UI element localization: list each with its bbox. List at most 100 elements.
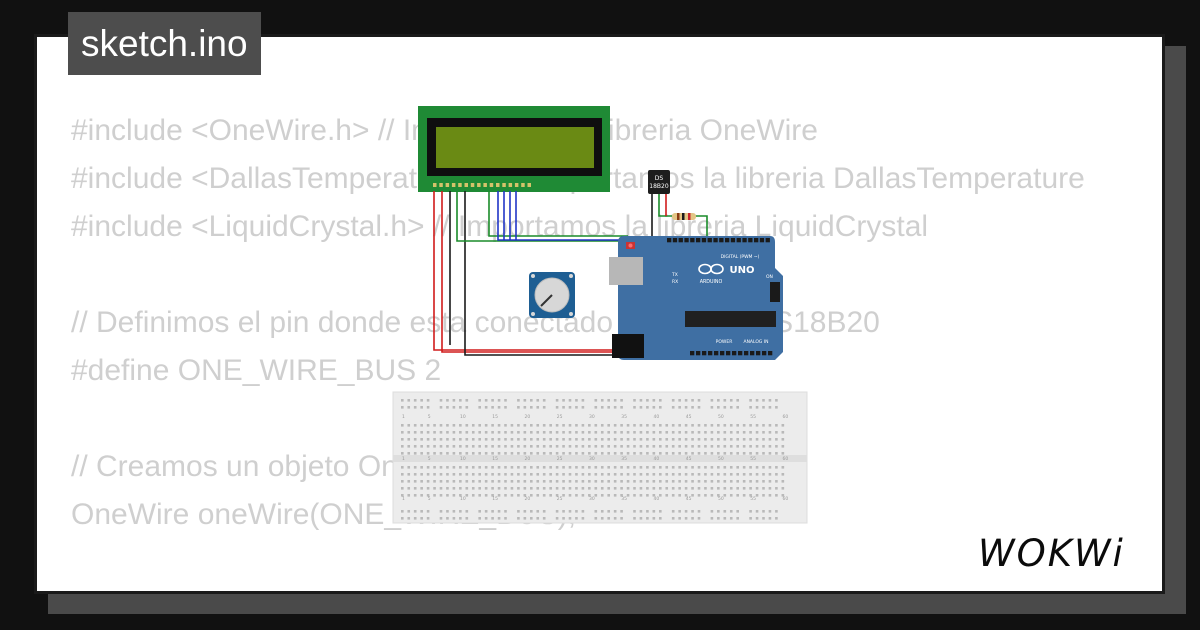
breadboard-hole <box>491 399 494 402</box>
breadboard-hole <box>562 431 565 434</box>
breadboard-hole <box>523 431 527 434</box>
breadboard-hole <box>555 445 559 448</box>
breadboard-hole <box>671 438 675 441</box>
breadboard-hole <box>581 494 585 497</box>
breadboard-hole <box>426 431 430 434</box>
rx-label: RX <box>672 279 678 285</box>
breadboard-hole <box>484 510 488 513</box>
breadboard-hole <box>691 480 694 483</box>
breadboard-hole <box>517 494 520 497</box>
breadboard-hole <box>691 510 694 513</box>
breadboard-hole <box>762 487 765 490</box>
breadboard-hole <box>755 487 759 490</box>
breadboard-hole <box>439 466 443 469</box>
breadboard-hole <box>691 399 694 402</box>
breadboard-hole <box>452 406 456 409</box>
breadboard-hole <box>459 431 462 434</box>
breadboard-hole <box>736 438 739 441</box>
breadboard-hole <box>729 480 733 483</box>
breadboard-hole <box>575 399 578 402</box>
breadboard-hole <box>729 438 733 441</box>
breadboard-hole <box>446 466 449 469</box>
breadboard-hole <box>562 399 565 402</box>
breadboard-hole <box>530 452 533 455</box>
breadboard-hole <box>433 452 436 455</box>
breadboard-hole <box>504 438 507 441</box>
breadboard-hole <box>755 424 759 427</box>
breadboard-hole <box>536 494 540 497</box>
breadboard-hole <box>530 399 533 402</box>
breadboard-hole <box>613 424 617 427</box>
board-model: UNO <box>730 265 755 276</box>
breadboard-hole <box>549 452 552 455</box>
breadboard-hole <box>420 406 423 409</box>
breadboard-hole <box>446 473 449 476</box>
breadboard-hole <box>491 424 494 427</box>
breadboard-hole <box>684 431 688 434</box>
breadboard-hole <box>717 438 720 441</box>
breadboard-column-number: 10 <box>460 414 466 420</box>
breadboard-hole <box>407 445 411 448</box>
breadboard-hole <box>420 480 423 483</box>
breadboard-hole <box>749 473 752 476</box>
lcd-pin <box>470 183 475 187</box>
breadboard-hole <box>755 431 759 434</box>
breadboard-holes <box>401 399 785 520</box>
breadboard-hole <box>729 466 733 469</box>
breadboard-hole <box>446 452 449 455</box>
breadboard-hole <box>659 452 662 455</box>
breadboard-hole <box>639 480 643 483</box>
breadboard-hole <box>697 445 701 448</box>
breadboard-hole <box>684 480 688 483</box>
breadboard-hole <box>471 473 475 476</box>
breadboard-hole <box>478 424 481 427</box>
breadboard-hole <box>633 494 636 497</box>
breadboard-hole <box>549 445 552 448</box>
breadboard-hole <box>465 480 469 483</box>
breadboard-hole <box>497 431 501 434</box>
breadboard-hole <box>413 473 417 476</box>
breadboard-hole <box>652 517 656 520</box>
header-pin <box>756 351 761 356</box>
breadboard-hole <box>762 473 765 476</box>
breadboard-hole <box>781 473 785 476</box>
breadboard-hole <box>717 480 720 483</box>
breadboard-hole <box>568 452 572 455</box>
breadboard-hole <box>588 431 591 434</box>
breadboard-hole <box>691 406 694 409</box>
breadboard-hole <box>633 445 636 448</box>
breadboard-hole <box>465 431 469 434</box>
breadboard-hole <box>710 452 714 455</box>
breadboard-hole <box>697 452 701 455</box>
header-pin <box>708 351 713 356</box>
breadboard-hole <box>439 399 443 402</box>
breadboard-hole <box>407 452 411 455</box>
breadboard-hole <box>549 487 552 490</box>
breadboard-hole <box>420 445 423 448</box>
breadboard-hole <box>762 494 765 497</box>
breadboard-hole <box>439 431 443 434</box>
breadboard-hole <box>755 517 759 520</box>
breadboard-hole <box>600 466 604 469</box>
breadboard-hole <box>626 445 630 448</box>
breadboard-hole <box>588 480 591 483</box>
breadboard-hole <box>678 438 681 441</box>
breadboard-hole <box>755 445 759 448</box>
breadboard-hole <box>607 438 610 441</box>
breadboard-hole <box>594 494 598 497</box>
breadboard-hole <box>465 473 469 476</box>
breadboard-hole <box>620 487 623 490</box>
header-pin <box>714 351 719 356</box>
power-analog-header <box>690 351 773 356</box>
breadboard-column-number: 35 <box>621 414 627 420</box>
breadboard-hole <box>607 473 610 476</box>
breadboard-hole <box>671 510 675 513</box>
breadboard-hole <box>736 517 739 520</box>
breadboard-column-number: 60 <box>783 456 789 462</box>
breadboard-hole <box>775 406 778 409</box>
breadboard-hole <box>626 431 630 434</box>
breadboard-hole <box>446 494 449 497</box>
breadboard-hole <box>465 452 469 455</box>
breadboard-hole <box>775 510 778 513</box>
